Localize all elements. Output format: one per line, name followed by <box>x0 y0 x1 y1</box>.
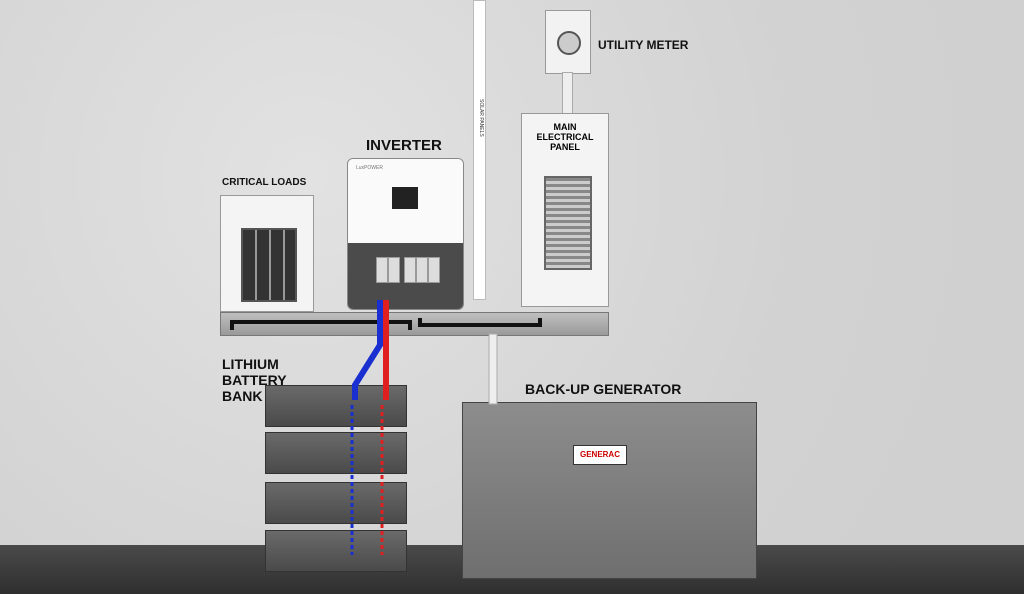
utility-meter-label: UTILITY METER <box>598 38 689 52</box>
critical-loads-panel <box>220 195 314 312</box>
backup-generator: GENERAC <box>462 402 757 579</box>
panel-cable <box>418 318 542 327</box>
battery-label: LITHIUM BATTERY BANK <box>222 356 287 404</box>
generator-conduit <box>488 333 498 405</box>
solar-conduit: SOLAR PANELS <box>473 0 486 300</box>
critical-loads-cable <box>230 320 412 330</box>
battery-module <box>265 530 407 572</box>
generator-label: BACK-UP GENERATOR <box>525 381 682 397</box>
inverter-logo: LuxPOWER <box>356 165 383 171</box>
breakers <box>544 176 592 270</box>
utility-meter <box>545 10 591 74</box>
inverter-screen <box>392 187 418 209</box>
inverter-label: INVERTER <box>366 137 442 154</box>
inverter: LuxPOWER <box>347 158 464 310</box>
generac-logo: GENERAC <box>573 445 627 465</box>
negative-cable <box>352 300 383 400</box>
breakers <box>241 228 297 302</box>
meter-dial <box>557 31 581 55</box>
critical-loads-label: CRITICAL LOADS <box>222 177 307 188</box>
main-electrical-panel: MAIN ELECTRICAL PANEL <box>521 113 609 307</box>
battery-module <box>265 432 407 474</box>
main-panel-label: MAIN ELECTRICAL PANEL <box>536 122 594 152</box>
